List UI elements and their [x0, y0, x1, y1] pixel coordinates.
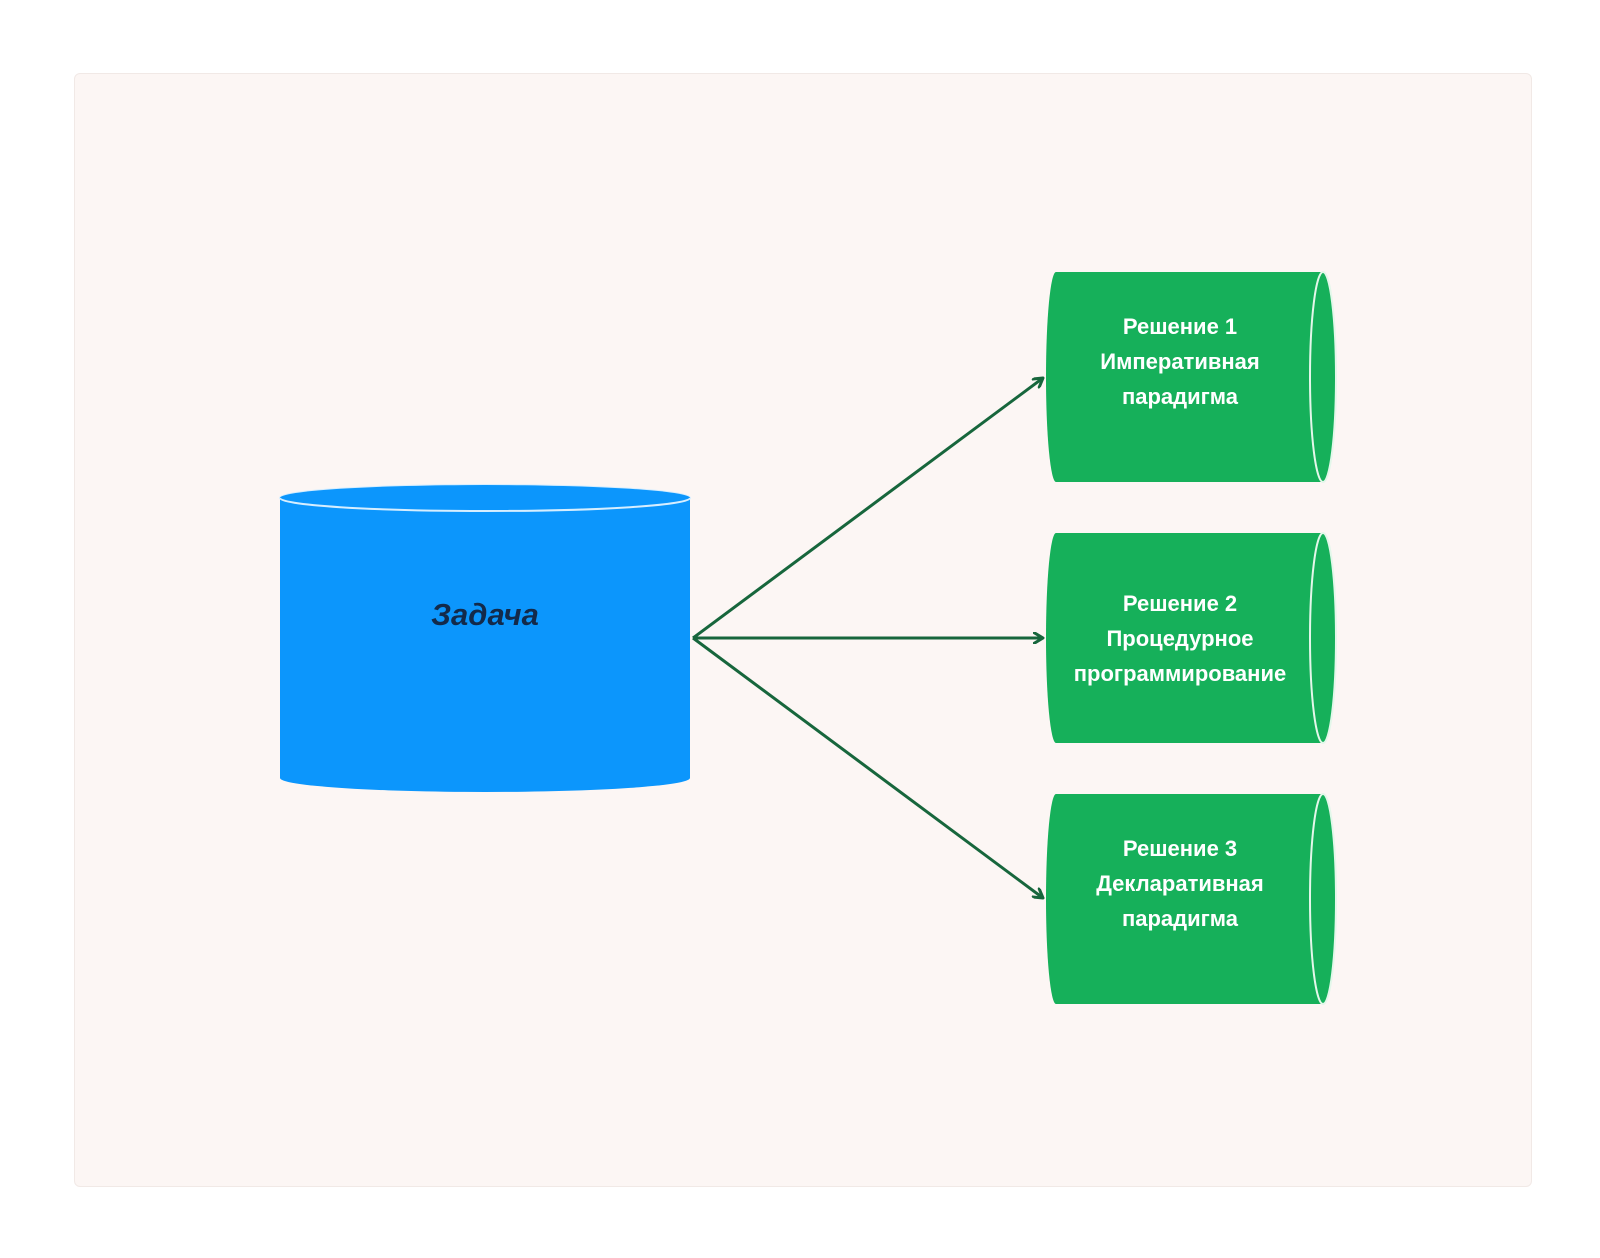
- solution-cylinder-1: [1046, 271, 1337, 483]
- solution-2-line2: Процедурное: [1106, 625, 1254, 651]
- task-label: Задача: [280, 588, 690, 642]
- solution-1-line3: парадигма: [1121, 383, 1239, 409]
- task-cylinder: [279, 484, 691, 792]
- task-label-text: Задача: [431, 597, 539, 632]
- solution-2-line3: программирование: [1073, 660, 1287, 686]
- solution-cylinder-3: [1046, 793, 1337, 1005]
- solution-3-label: Решение 3 Декларативная парадигма: [1045, 818, 1315, 948]
- solution-3-line3: парадигма: [1121, 905, 1239, 931]
- arrow-to-solution-3: [692, 636, 1043, 898]
- arrow-to-solution-1: [692, 378, 1043, 640]
- solution-2-label: Решение 2 Процедурное программирование: [1045, 573, 1315, 703]
- arrows: [692, 378, 1043, 898]
- solution-3-title: Решение 3: [1122, 835, 1238, 861]
- solution-cylinder-2: [1046, 532, 1337, 744]
- solution-1-line2: Императивная: [1100, 348, 1260, 374]
- solution-3-line2: Декларативная: [1096, 870, 1264, 896]
- solution-2-title: Решение 2: [1122, 590, 1238, 616]
- solution-1-title: Решение 1: [1122, 313, 1238, 339]
- solution-1-label: Решение 1 Императивная парадигма: [1045, 296, 1315, 426]
